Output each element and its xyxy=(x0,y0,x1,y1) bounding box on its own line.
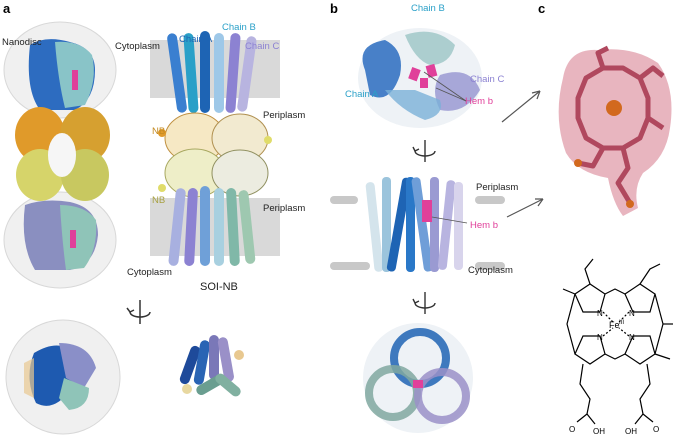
nb-bottom-label: NB xyxy=(152,195,166,206)
fe-oxidation-state: III xyxy=(619,320,624,326)
cytoplasm-bottom-label-a: Cytoplasm xyxy=(127,267,172,278)
cryoem-density-map-top xyxy=(5,319,121,435)
panel-b-letter: b xyxy=(330,1,338,16)
heme-b-structure: Fe III N N N N O OH OH O xyxy=(562,258,673,436)
oh-label-left: OH xyxy=(593,427,605,436)
cryoem-density-map-side xyxy=(3,21,117,289)
heme-protein-bottom-view xyxy=(363,323,473,433)
rotate-90-icon xyxy=(126,300,151,324)
n-atom-label-3: N xyxy=(597,333,603,342)
chain-c-label-b: Chain C xyxy=(470,74,505,85)
cytoplasm-top-label-a: Cytoplasm xyxy=(115,41,160,52)
panel-c-letter: c xyxy=(538,1,546,16)
arrow-to-structure xyxy=(506,198,544,218)
soi-nb-cartoon-top xyxy=(179,335,244,397)
heme-protein-top-view xyxy=(358,28,482,128)
chain-b-label-a: Chain B xyxy=(222,22,256,33)
chain-a-label-a: Chain A xyxy=(179,34,213,45)
o-atom-label-left: O xyxy=(569,425,575,434)
periplasm-bottom-label-a: Periplasm xyxy=(263,203,306,214)
n-atom-label-2: N xyxy=(629,309,635,318)
periplasm-label-b: Periplasm xyxy=(476,182,519,193)
hem-b-label-top: Hem b xyxy=(465,96,493,107)
chain-c-label-a: Chain C xyxy=(245,41,280,52)
rotate-icon-b2 xyxy=(412,292,436,314)
o-atom-label-right: O xyxy=(653,425,659,434)
periplasm-top-label-a: Periplasm xyxy=(263,110,306,121)
heme-density-map xyxy=(558,45,672,216)
fe-atom-label: Fe xyxy=(609,320,620,330)
nanodisc-label: Nanodisc xyxy=(2,37,42,48)
hem-b-pointer-side xyxy=(431,216,468,224)
rotate-icon-b1 xyxy=(412,140,436,162)
chain-a-label-b: Chain A xyxy=(345,89,379,100)
nb-top-label: NB xyxy=(152,126,166,137)
soi-nb-cartoon-side xyxy=(150,31,280,266)
oh-label-right: OH xyxy=(625,427,637,436)
heme-protein-side-view xyxy=(330,177,505,272)
arrow-to-density xyxy=(501,90,541,123)
panel-a-letter: a xyxy=(3,1,11,16)
soi-nb-title: SOI-NB xyxy=(200,281,238,293)
chain-b-label-b: Chain B xyxy=(411,3,445,14)
n-atom-label-4: N xyxy=(629,333,635,342)
hem-b-label-side: Hem b xyxy=(470,220,498,231)
n-atom-label-1: N xyxy=(597,309,603,318)
cytoplasm-label-b: Cytoplasm xyxy=(468,265,513,276)
hem-b-pointer-top xyxy=(423,71,467,102)
